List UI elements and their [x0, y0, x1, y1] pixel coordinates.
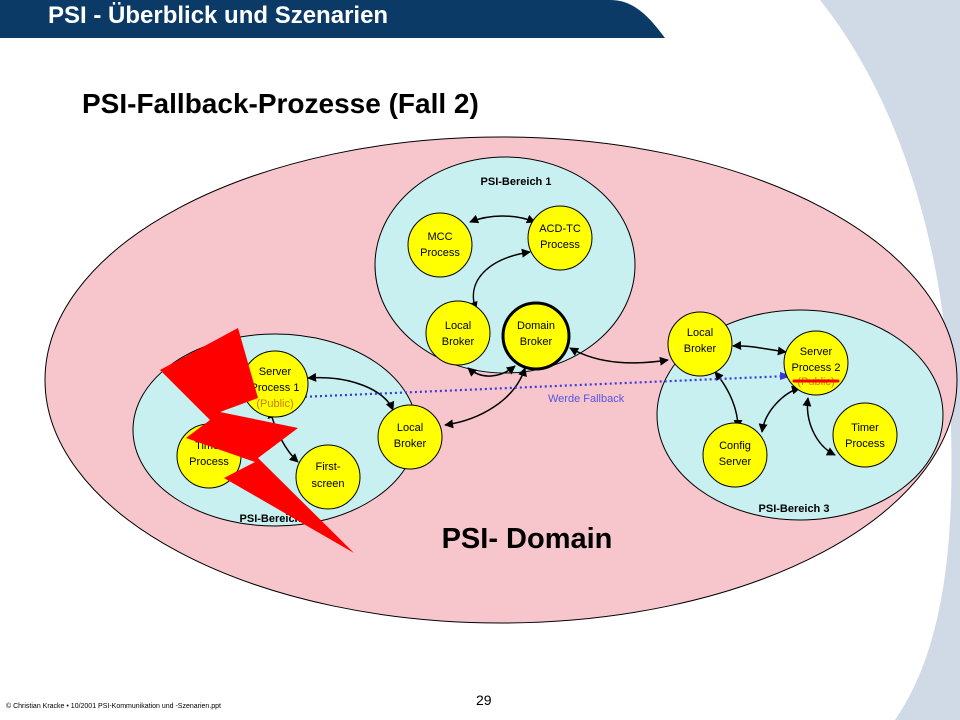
- fallback-arrowhead: [780, 372, 792, 380]
- header-title: PSI - Überblick und Szenarien: [48, 2, 389, 29]
- svg-text:First-: First-: [315, 461, 340, 473]
- connector-mcc-acd: [469, 214, 536, 224]
- svg-text:Broker: Broker: [442, 336, 475, 348]
- connector-domainbroker-localbroker3: [569, 347, 669, 366]
- svg-text:screen: screen: [311, 478, 344, 490]
- header-bar: [0, 0, 665, 38]
- node-server-process-2: Server Process 2 (Public): [783, 330, 849, 396]
- connector-acd-localbroker1: [468, 248, 531, 311]
- svg-text:Process: Process: [845, 438, 885, 450]
- svg-text:Domain: Domain: [517, 320, 555, 332]
- svg-text:Broker: Broker: [520, 336, 553, 348]
- footer-text: © Christian Kracke • 10/2001 PSI-Kommuni…: [6, 703, 221, 710]
- fallback-label: Werde Fallback: [548, 393, 625, 405]
- svg-text:Local: Local: [397, 422, 423, 434]
- svg-text:Broker: Broker: [684, 343, 717, 355]
- svg-text:(Public): (Public): [256, 398, 293, 410]
- connector-config-server2: [758, 385, 801, 433]
- svg-text:Timer: Timer: [851, 422, 879, 434]
- svg-text:Process: Process: [420, 247, 460, 259]
- svg-text:Process: Process: [540, 239, 580, 251]
- svg-text:Local: Local: [445, 320, 471, 332]
- domain-label: PSI- Domain: [442, 523, 613, 555]
- node-acd-tc-process: ACD-TC Process: [527, 205, 593, 271]
- svg-text:Broker: Broker: [394, 438, 427, 450]
- svg-text:Local: Local: [687, 327, 713, 339]
- node-mcc-process: MCC Process: [407, 212, 473, 278]
- node-first-screen: First- screen: [295, 444, 361, 510]
- node-domain-broker: Domain Broker: [501, 301, 571, 371]
- connector-server2-timer3: [802, 397, 836, 456]
- node-local-broker-2: Local Broker: [377, 404, 443, 470]
- node-timer-process-3: Timer Process: [832, 402, 898, 468]
- svg-text:Server: Server: [800, 346, 833, 358]
- svg-text:ACD-TC: ACD-TC: [539, 223, 581, 235]
- svg-text:Server: Server: [259, 366, 292, 378]
- connector-server1-localbroker2: [307, 372, 395, 411]
- area-1-label: PSI-Bereich 1: [481, 176, 552, 188]
- svg-text:Config: Config: [719, 440, 751, 452]
- svg-text:Process 2: Process 2: [792, 362, 841, 374]
- fallback-line: [299, 374, 789, 399]
- slide-title: PSI-Fallback-Prozesse (Fall 2): [82, 88, 479, 119]
- svg-text:MCC: MCC: [427, 231, 452, 243]
- svg-text:Server: Server: [719, 456, 752, 468]
- svg-text:Process: Process: [189, 456, 229, 468]
- svg-text:Process 1: Process 1: [251, 382, 300, 394]
- node-config-server: Config Server: [702, 422, 768, 488]
- connector-domainbroker-localbroker2: [444, 367, 527, 429]
- page-number: 29: [476, 692, 492, 708]
- area-3-label: PSI-Bereich 3: [759, 503, 830, 515]
- lightning-bolt-icon: [160, 328, 354, 553]
- connector-localbroker3-server2: [732, 341, 787, 356]
- node-local-broker-3: Local Broker: [667, 311, 733, 377]
- node-local-broker-1: Local Broker: [425, 300, 491, 366]
- right-decor-panel: [820, 0, 960, 720]
